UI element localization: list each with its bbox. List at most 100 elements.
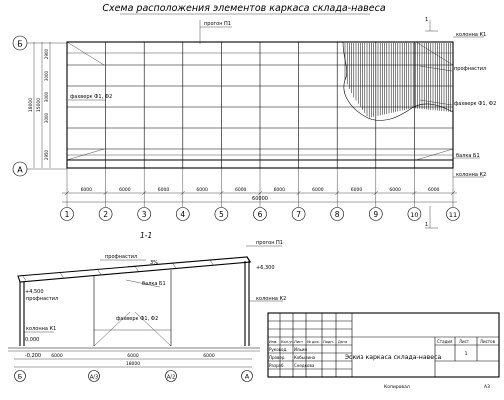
purlin-mark xyxy=(209,259,214,266)
axis-bubble xyxy=(330,207,345,221)
axis-number: 5 xyxy=(219,210,224,219)
plan-span-dim: 6000 xyxy=(274,187,286,193)
axis-number: 3 xyxy=(142,210,147,219)
stamp-h-list: Лист xyxy=(294,340,303,344)
section-axis-a: А xyxy=(245,373,250,381)
axis-number: 8 xyxy=(335,210,340,219)
section-label-fahverk: фахверк Ф1, Ф2 xyxy=(116,316,158,322)
left-dim-1: 2900 xyxy=(44,48,49,59)
axis-number: 6 xyxy=(258,210,263,219)
purlin-mark xyxy=(96,268,102,275)
stamp-doc-title: Эскиз каркаса склада-навеса xyxy=(345,354,442,361)
purlin-mark xyxy=(246,256,252,263)
section-label-kolonna-k1: колонна К1 xyxy=(26,326,56,332)
purlin-mark xyxy=(59,271,64,278)
elev-6300: +6,300 xyxy=(256,265,275,271)
section-axis-a2: А/2 xyxy=(167,375,175,381)
stamp-name-2: Кобылина xyxy=(294,355,316,360)
purlin-mark xyxy=(171,262,177,269)
section-mark-top: 1 xyxy=(425,17,428,23)
plan-span-dim: 6000 xyxy=(235,187,247,193)
section-dim-2: 6000 xyxy=(127,353,139,359)
stamp-col-sheets: Листов xyxy=(480,339,496,344)
plan-span-dim: 6000 xyxy=(119,187,131,193)
axis-bubble xyxy=(98,207,113,221)
axis-number: 11 xyxy=(449,211,457,219)
stamp-name-3: Снедкова xyxy=(294,363,315,368)
section-dim-3: 6000 xyxy=(203,353,215,359)
stamp-role-2: Провер. xyxy=(269,355,286,360)
plan-span-dim: 6000 xyxy=(158,187,170,193)
plan-span-dim: 6000 xyxy=(428,187,440,193)
axis-number: 7 xyxy=(296,210,301,219)
section-axis-a3: А/3 xyxy=(90,375,98,381)
section-label-kolonna-k2: колонна К2 xyxy=(256,296,286,302)
axis-bubble xyxy=(407,207,422,221)
elev-m0200: -0,200 xyxy=(25,353,41,359)
plan-label-fahverk-left: фахверк Ф1, Ф2 xyxy=(70,94,112,100)
plan-span-dim: 6000 xyxy=(351,187,363,193)
axis-letter-a: А xyxy=(17,166,23,175)
plan-label-balka: балка Б1 xyxy=(456,153,480,159)
section-slope: 3% xyxy=(150,260,158,266)
section-mark-bottom: 1 xyxy=(425,222,428,228)
stamp-name-1: Ильин xyxy=(294,347,308,352)
plan-label-progon: прогон П1 xyxy=(204,21,231,27)
stamp-h-data: Дата xyxy=(338,340,347,344)
axis-letter-b: Б xyxy=(17,40,23,49)
plan-span-dim: 6000 xyxy=(312,187,324,193)
section-label-progon: прогон П1 xyxy=(256,240,283,246)
plan-span-dim: 6000 xyxy=(389,187,401,193)
section-total: 18000 xyxy=(126,361,140,367)
section-label-balka: балка Б1 xyxy=(142,281,166,287)
left-dim-4: 3000 xyxy=(44,112,49,123)
stamp-sheet-no: 1 xyxy=(465,351,468,357)
stamp-role-1: Руковод. xyxy=(269,347,287,352)
plan-label-fahverk-right: фахверк Ф1, Ф2 xyxy=(454,101,496,107)
axis-bubble xyxy=(446,207,460,221)
stamp-h-doc: № док. xyxy=(307,340,320,344)
plan-label-kolonna-k2: колонна К2 xyxy=(456,172,486,178)
stamp-h-izm: Изм. xyxy=(269,340,277,344)
stamp-h-podp: Подп. xyxy=(323,340,334,344)
left-dim-3: 3000 xyxy=(44,91,49,102)
plan-span-dim: 6000 xyxy=(81,187,93,193)
left-total-outer: 18000 xyxy=(28,98,34,112)
axis-bubble xyxy=(291,207,306,221)
section-dim-1: 6000 xyxy=(51,353,63,359)
axis-number: 10 xyxy=(410,211,418,219)
plan-view: Б А 18000 15000 2900 3000 3000 3000 2950… xyxy=(12,17,496,229)
section-title: 1-1 xyxy=(140,231,152,240)
section-axis-b: Б xyxy=(18,373,22,381)
title-block: Изм. Кол.уч Лист № док. Подп. Дата Руков… xyxy=(267,312,500,390)
left-dim-5: 2950 xyxy=(44,149,49,160)
axis-number: 4 xyxy=(180,210,185,219)
axis-bubble xyxy=(214,207,229,221)
axis-bubble xyxy=(368,207,383,221)
axis-bubble xyxy=(60,207,74,221)
purlin-mark xyxy=(21,274,27,281)
stamp-h-koluch: Кол.уч xyxy=(281,340,293,344)
section-label-profnastil: профнастил xyxy=(105,254,137,260)
axis-bubble xyxy=(176,207,190,221)
stamp-col-sheet: Лист xyxy=(459,339,470,344)
elev-0000: 0,000 xyxy=(25,337,39,343)
plan-label-kolonna-k1: колонна К1 xyxy=(456,32,486,38)
purlin-mark xyxy=(134,265,139,272)
profnastil-hatch xyxy=(344,43,451,118)
plan-span-dim: 6000 xyxy=(196,187,208,193)
section-view: 1-1 прогон П1 профнастил 3% балка Б1 про… xyxy=(8,231,286,382)
stamp-footer-right: А3 xyxy=(484,384,490,390)
drawing-title: Схема расположения элементов каркаса скл… xyxy=(102,3,386,14)
stamp-col-stage: Стадия xyxy=(437,339,453,344)
section-label-profnastil-side: профнастил xyxy=(26,296,58,302)
left-total-inner: 15000 xyxy=(36,98,42,112)
axis-bubble xyxy=(137,207,151,221)
axis-number: 1 xyxy=(65,210,70,219)
axis-bubble xyxy=(253,207,267,221)
axis-number: 9 xyxy=(373,210,378,219)
stamp-footer-left: Копировал xyxy=(384,384,410,390)
axis-number: 2 xyxy=(103,210,108,219)
plan-label-profnastil: профнастил xyxy=(454,66,486,72)
